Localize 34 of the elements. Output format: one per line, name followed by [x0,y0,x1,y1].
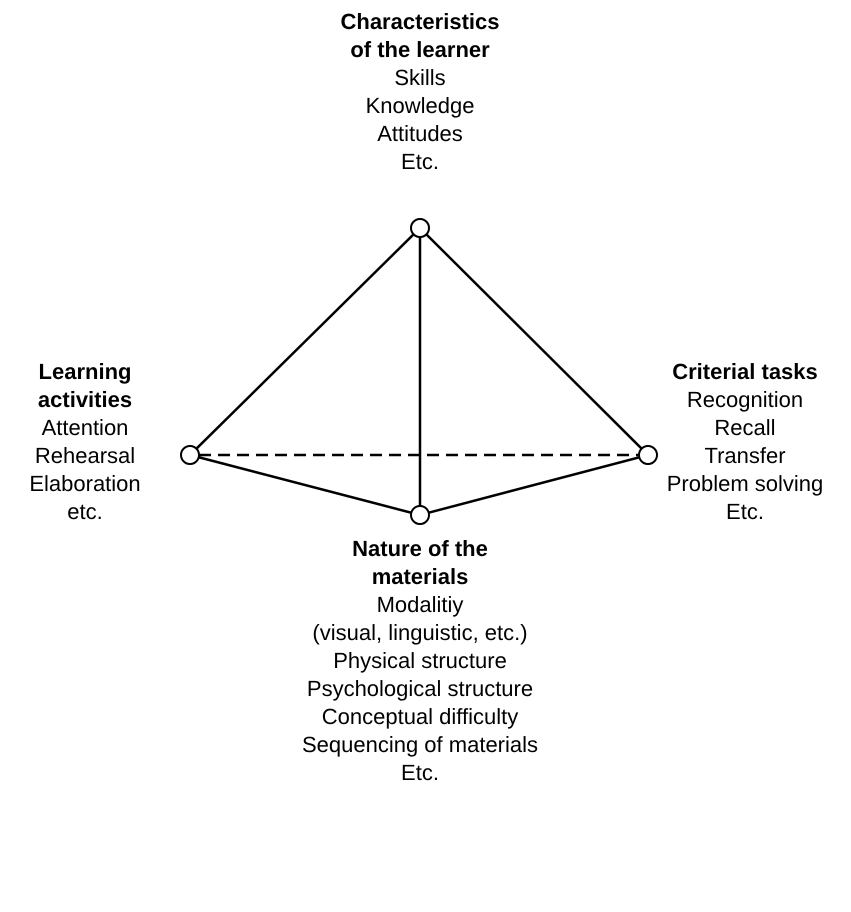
list-item-text: Psychological structure [306,675,534,703]
list-item-text: Etc. [401,148,439,176]
list-item-text: Etc. [401,759,439,787]
list-item-text: etc. [67,498,103,526]
edge-line [418,237,422,506]
vertex-circle [410,505,430,525]
heading-text: Criterial tasks [672,358,818,386]
dashed-line [199,454,639,456]
list-item-text: Attention [42,414,128,442]
vertex-circle [410,218,430,238]
list-item-text: Rehearsal [34,442,136,470]
list-item-text: Physical structure [333,647,507,675]
list-item-text: Recognition [686,386,804,414]
heading-text: Characteristics of the learner [340,8,500,64]
list-item-text: Skills [394,64,446,92]
list-item-text: Attitudes [377,120,463,148]
heading-text: Nature of the materials [351,535,489,591]
list-item-text: Elaboration [29,470,141,498]
vertex-circle [638,445,658,465]
edge-line [198,456,412,514]
list-item-text: Problem solving [666,470,824,498]
edge-line [196,233,414,450]
list-item-text: Transfer [704,442,786,470]
list-item-text: Sequencing of materials [302,731,538,759]
list-item-text: Conceptual difficulty [322,703,518,731]
edge-line [428,456,640,514]
vertex-circle [180,445,200,465]
list-item-text: Modalitiy [376,591,464,619]
list-item-text: Etc. [726,498,764,526]
heading-text: Learning activities [36,358,134,414]
list-item-text: (visual, linguistic, etc.) [312,619,528,647]
list-item-text: Knowledge [366,92,474,120]
list-item-text: Recall [714,414,776,442]
edge-line [426,233,642,450]
